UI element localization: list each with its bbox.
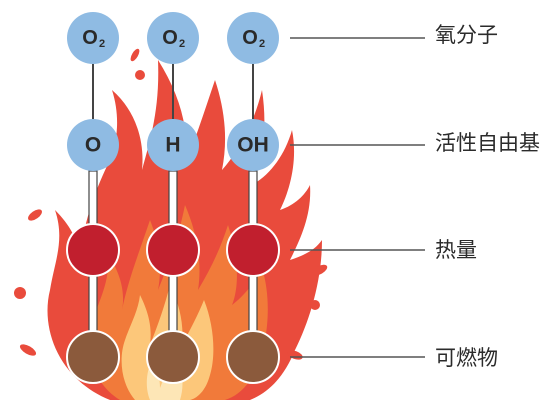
connection-bar	[88, 170, 98, 225]
free-radical-node: H	[147, 119, 199, 171]
free-radical-node: OH	[227, 119, 279, 171]
spark	[312, 264, 328, 276]
free-radical-symbol: H	[165, 134, 180, 157]
spark	[135, 70, 145, 80]
oxygen-molecule-symbol: O	[162, 27, 178, 49]
connection-bar	[248, 275, 258, 332]
oxygen-molecule-subscript: 2	[259, 38, 265, 50]
label-free-radical: 活性自由基	[435, 131, 540, 155]
oxygen-molecule-subscript: 2	[179, 38, 185, 50]
fuel-node	[66, 330, 120, 384]
spark	[310, 300, 320, 310]
spark	[130, 48, 140, 62]
oxygen-molecule-symbol: O	[82, 27, 98, 49]
free-radical-symbol: O	[85, 134, 101, 157]
connection-bar	[168, 170, 178, 225]
oxygen-molecule-symbol: O	[242, 27, 258, 49]
spark	[28, 209, 42, 221]
heat-node	[146, 223, 200, 277]
heat-node	[226, 223, 280, 277]
fuel-node	[146, 330, 200, 384]
connection-bar	[248, 170, 258, 225]
spark	[19, 344, 37, 356]
label-fuel: 可燃物	[435, 346, 498, 370]
leader-lines	[290, 37, 425, 358]
free-radical-node: O	[67, 119, 119, 171]
connection-bar	[168, 275, 178, 332]
oxygen-molecule-subscript: 2	[99, 38, 105, 50]
fuel-node	[226, 330, 280, 384]
heat-node	[66, 223, 120, 277]
free-radical-symbol: OH	[237, 134, 269, 157]
label-oxygen-molecule: 氧分子	[435, 23, 498, 47]
spark	[14, 287, 26, 299]
label-heat: 热量	[435, 238, 477, 262]
connection-bar	[88, 275, 98, 332]
